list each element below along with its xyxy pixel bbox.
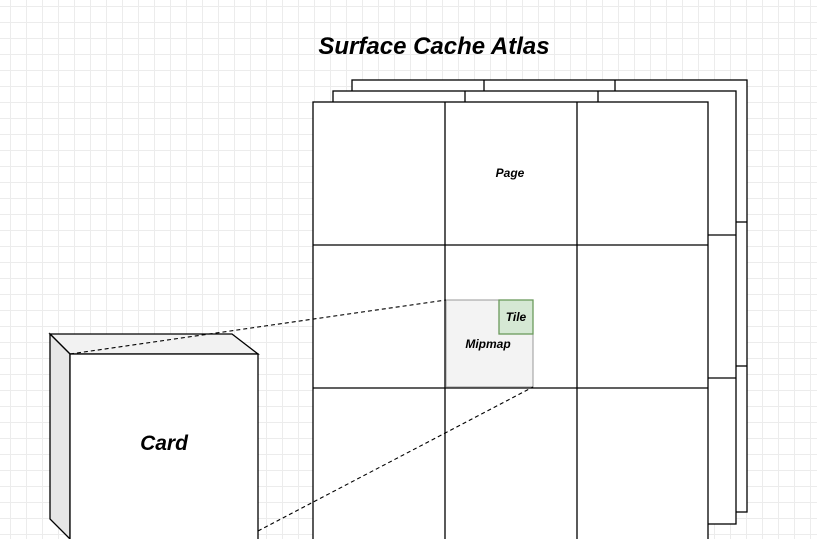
card-top-face xyxy=(48,333,260,355)
projection-line-top xyxy=(69,299,447,355)
tile-label: Tile xyxy=(506,310,527,324)
card-side-face xyxy=(49,332,71,539)
mipmap-label: Mipmap xyxy=(465,337,510,351)
page-label: Page xyxy=(496,166,525,180)
projection-line-bottom xyxy=(257,386,534,532)
diagram-title: Surface Cache Atlas xyxy=(318,33,549,60)
card-label: Card xyxy=(140,432,189,455)
card-box xyxy=(48,332,260,539)
projection-lines xyxy=(69,299,534,532)
card-front-face xyxy=(69,353,259,539)
tile-box xyxy=(498,299,534,335)
